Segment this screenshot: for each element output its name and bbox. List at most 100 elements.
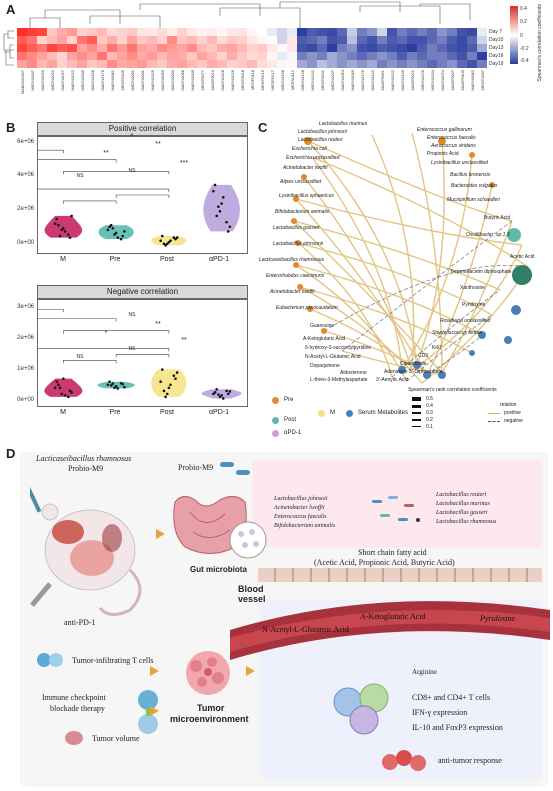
heatmap-cell <box>427 28 438 37</box>
heatmap-cell <box>167 44 178 53</box>
sig-label: ** <box>155 321 161 328</box>
heatmap-cell <box>437 28 448 37</box>
heatmap-cell <box>447 52 458 61</box>
heatmap-cell <box>307 60 318 68</box>
heatmap-column-label: MEDN0128 <box>300 70 305 91</box>
size-legend-label: 0.3 <box>426 410 433 416</box>
heatmap-cell <box>297 60 308 68</box>
heatmap-cell <box>147 36 158 45</box>
data-point <box>160 368 164 371</box>
data-point <box>108 380 111 384</box>
heatmap-column-label: MEDP0077 <box>200 70 205 91</box>
heatmap-cell <box>127 52 138 61</box>
size-legend-bar <box>412 412 421 414</box>
data-point <box>221 196 225 199</box>
heatmap-cell <box>307 44 318 53</box>
significance-bracket <box>63 360 117 364</box>
blood-label: Blood <box>238 584 264 594</box>
data-point <box>119 237 123 241</box>
heatmap-cell <box>107 52 118 61</box>
heatmap-cell <box>127 60 138 68</box>
pos-ytick: 4e+06 <box>17 172 34 178</box>
heatmap-cell <box>327 36 338 45</box>
data-point <box>162 242 166 246</box>
correlation-network <box>291 132 532 384</box>
heatmap-cell <box>117 60 128 68</box>
heatmap-column-label: MADN0026 <box>230 70 235 91</box>
heatmap-cell <box>327 60 338 68</box>
heatmap-cell <box>37 36 48 45</box>
heatmap-cell <box>267 44 278 53</box>
heatmap-cell <box>257 60 268 68</box>
heatmap-cell <box>397 60 408 68</box>
violin-shape <box>201 389 242 399</box>
negative-title: Negative correlation <box>37 285 248 299</box>
data-point <box>60 228 64 232</box>
network-node-label: Escherichia unclassified <box>286 155 340 161</box>
heatmap-row-label: Day19 <box>489 61 504 67</box>
sig-label: * <box>130 133 134 140</box>
heatmap-cell <box>67 44 78 53</box>
heatmap-cell <box>417 36 428 45</box>
heatmap-column-label: MAB0010467 <box>20 70 25 95</box>
heatmap-cell <box>237 28 248 37</box>
data-point <box>62 227 65 230</box>
heatmap-cell <box>117 36 128 45</box>
data-point <box>60 392 64 396</box>
data-point <box>165 242 169 246</box>
network-node-label: CD3 <box>418 353 429 359</box>
heatmap-cell <box>277 28 288 37</box>
data-point <box>169 383 172 387</box>
heatmap-cell <box>137 44 148 53</box>
network-node-label: 6-hydroxy-3-succinoylpyridine <box>305 345 372 351</box>
heatmap-column-label: MADN0155 <box>150 70 155 91</box>
heatmap-cell <box>387 36 398 45</box>
data-point <box>116 387 120 390</box>
relation-label: positive <box>504 410 521 416</box>
heatmap-column-label: MEDN0045 <box>80 70 85 91</box>
heatmap-cell <box>197 36 208 45</box>
scfa-list: (Acetic Acid, Propionic Acid, Butyric Ac… <box>314 558 455 567</box>
data-point <box>70 214 73 218</box>
heatmap-cell <box>277 36 288 45</box>
network-node-label: Enterococcus faecalis <box>427 135 476 141</box>
heatmap-cell <box>117 44 128 53</box>
heatmap-cell <box>397 52 408 61</box>
heatmap-cell <box>67 36 78 45</box>
data-point <box>55 217 59 221</box>
heatmap-cell <box>307 52 318 61</box>
data-point <box>226 230 230 233</box>
heatmap-cell <box>37 28 48 37</box>
heatmap-cell <box>307 36 318 45</box>
heatmap-cell <box>137 28 148 37</box>
heatmap-cell <box>47 44 58 53</box>
heatmap-cell <box>457 52 468 61</box>
network-node-label: Lysinibacillus unclassified <box>431 160 488 166</box>
heatmap-cell <box>227 60 238 68</box>
pos-x-category: αPD-1 <box>209 256 229 263</box>
heatmap-column-label: MADN0022 <box>70 70 75 91</box>
significance-bracket <box>37 308 64 313</box>
heatmap-cell <box>27 36 38 45</box>
heatmap-cell <box>337 60 348 68</box>
right-bacteria-item: Lactobacillus reuteri <box>436 492 487 498</box>
heatmap-cell <box>357 60 368 68</box>
violin-shape <box>44 378 83 397</box>
heatmap-cell <box>227 52 238 61</box>
heatmap-column-label: MEDN0207 <box>330 70 335 91</box>
network-node-label: Oscillibacter_sp 1 3 <box>466 232 510 238</box>
heatmap-cell <box>437 36 448 45</box>
heatmap-cell <box>327 52 338 61</box>
pyridoxine-label: Pyridoxine <box>480 614 516 623</box>
data-point <box>68 236 72 239</box>
gut-illustration <box>173 496 247 554</box>
heatmap-cell <box>137 60 148 68</box>
heatmap-cell <box>447 44 458 53</box>
heatmap-dendrogram <box>29 1 471 28</box>
heatmap-cell <box>377 44 388 53</box>
heatmap-column-label: MADN0122 <box>390 70 395 91</box>
neg-x-category: M <box>60 409 66 416</box>
t-cells-icon <box>37 653 63 667</box>
heatmap-column-label: MEDN0226 <box>420 70 425 91</box>
heatmap-cell <box>57 36 68 45</box>
